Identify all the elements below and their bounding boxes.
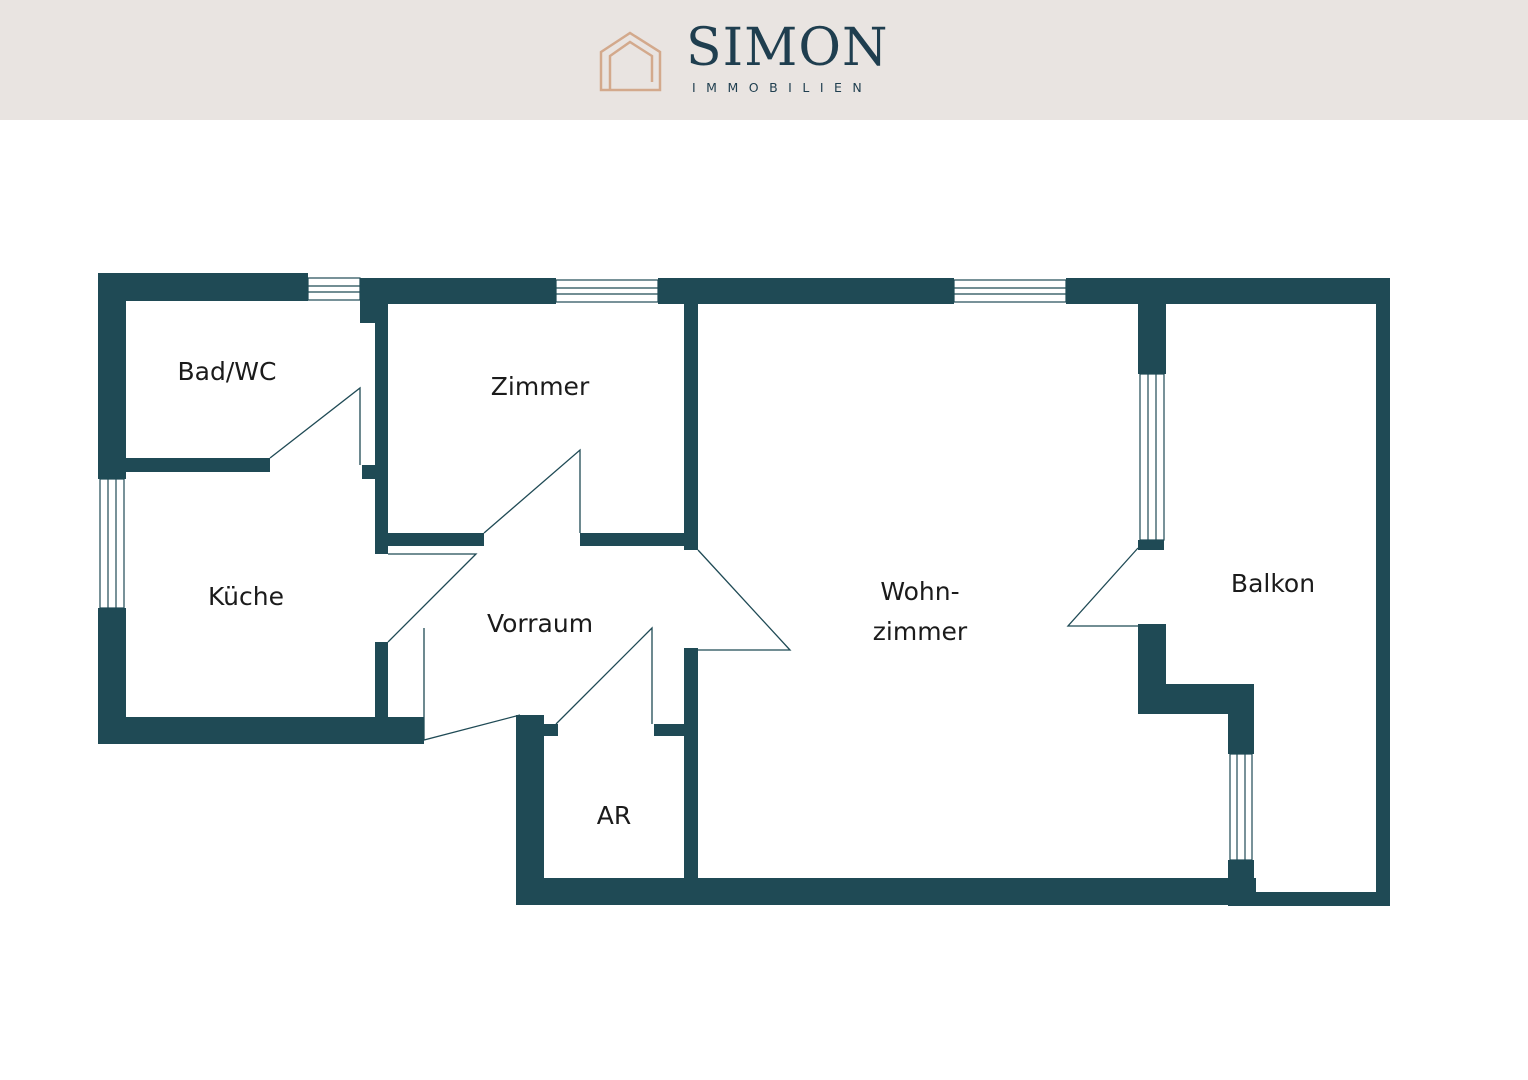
room-label-wohnzimmer: Wohn- zimmer: [872, 577, 968, 646]
room-label-bad: Bad/WC: [177, 357, 277, 386]
windows: [99, 277, 1253, 861]
brand-subtitle: IMMOBILIEN: [692, 80, 873, 95]
house-outline-icon: [599, 31, 662, 92]
room-label-zimmer: Zimmer: [490, 372, 590, 401]
header-bar: SIMON IMMOBILIEN: [0, 0, 1528, 120]
door-swings: [269, 386, 1139, 741]
room-label-vorraum: Vorraum: [486, 609, 594, 638]
room-label-kueche: Küche: [208, 582, 284, 611]
room-label-ar: AR: [596, 801, 632, 830]
brand-name: SIMON: [686, 18, 889, 78]
walls: [98, 273, 1390, 906]
room-label-balkon: Balkon: [1230, 569, 1316, 598]
